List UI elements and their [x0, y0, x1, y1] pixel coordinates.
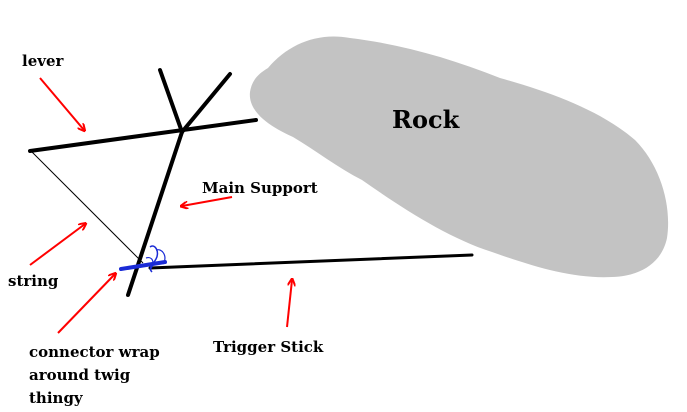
main-support-left-fork	[158, 68, 184, 134]
connector-label-line1: connector wrap	[29, 343, 160, 361]
connector-wrap	[119, 245, 167, 273]
string-label: string	[8, 272, 59, 290]
lever-label: lever	[22, 52, 65, 70]
trigger-stick-arrow	[286, 280, 292, 328]
trigger-stick-label: Trigger Stick	[213, 338, 324, 356]
lever-arrow	[39, 77, 84, 130]
lever-stick	[28, 118, 258, 153]
main-support-arrow	[182, 196, 233, 206]
rock-label: Rock	[392, 105, 461, 134]
main-support-label: Main Support	[202, 179, 318, 197]
connector-arrow	[57, 274, 115, 334]
main-support-stick	[126, 130, 184, 297]
string-line	[30, 150, 144, 264]
rock-shape	[249, 36, 669, 278]
string-arrow	[29, 224, 85, 266]
trigger-stick	[148, 253, 474, 270]
main-support-right-fork	[180, 72, 232, 134]
connector-label-line2: around twig	[29, 366, 131, 384]
connector-label-line3: thingy	[29, 389, 84, 407]
